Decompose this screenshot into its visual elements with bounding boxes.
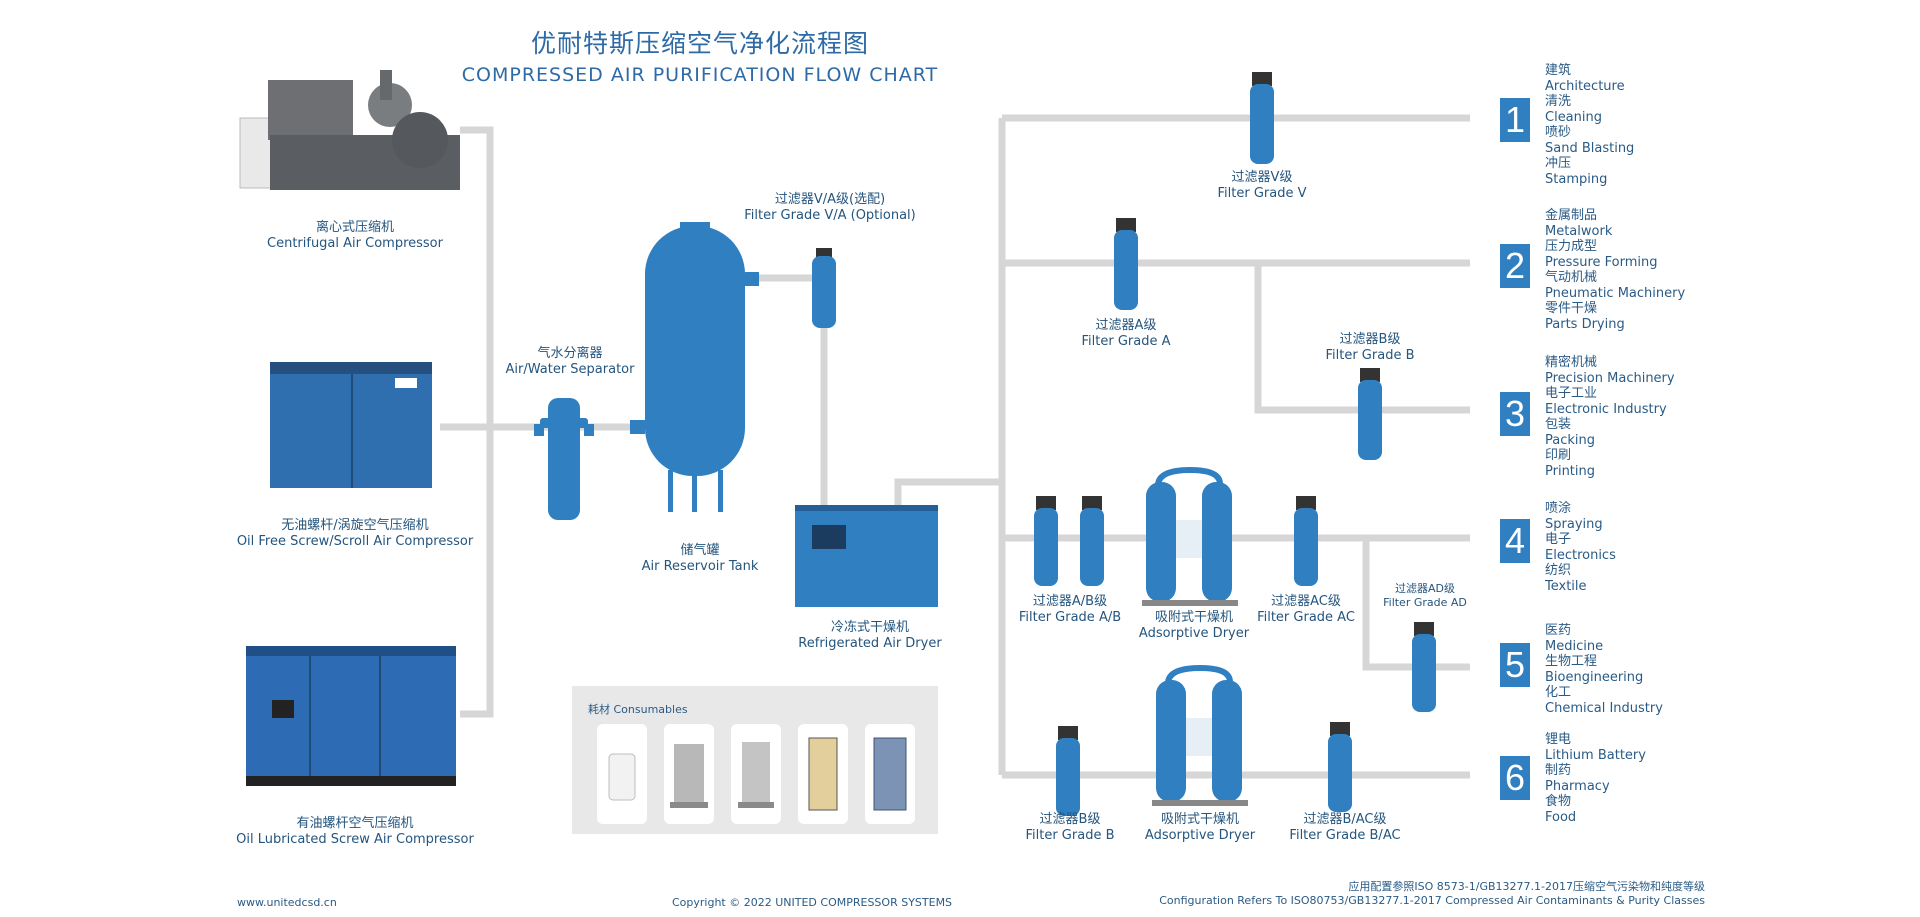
adsorptive-dryer-2-image	[1152, 664, 1248, 806]
filter-ac-image	[1294, 496, 1318, 586]
application-number-3: 3	[1500, 392, 1530, 436]
consumables-title: 耗材 Consumables	[588, 703, 688, 716]
separator-image	[534, 398, 594, 520]
filter-ab-image	[1034, 496, 1104, 586]
centrifugal-compressor-image	[239, 70, 460, 190]
page-title-cn: 优耐特斯压缩空气净化流程图	[530, 29, 869, 58]
reservoir-tank-image	[630, 222, 759, 512]
refrigerated-dryer-image	[795, 505, 938, 607]
label-filter-va: 过滤器V/A级(选配)Filter Grade V/A (Optional)	[744, 192, 916, 223]
footer-copyright: Copyright © 2022 UNITED COMPRESSOR SYSTE…	[672, 896, 953, 909]
oil-lubricated-compressor-image	[246, 646, 456, 786]
consumable-air-filter	[798, 724, 848, 824]
filter-a-image	[1114, 218, 1138, 310]
filter-ad-image	[1412, 622, 1436, 712]
application-number-5: 5	[1500, 643, 1530, 687]
application-number-2: 2	[1500, 244, 1530, 288]
filter-v-image	[1250, 72, 1274, 164]
application-number-1: 1	[1500, 98, 1530, 142]
oil-free-compressor-image	[270, 362, 432, 488]
consumable-separator-element-1	[664, 724, 714, 824]
consumable-oil-filter	[597, 724, 647, 824]
filter-bac-image	[1328, 722, 1352, 812]
filter-b-bottom-image	[1056, 726, 1080, 816]
filter-b-top-image	[1358, 368, 1382, 460]
application-number-4: 4	[1500, 519, 1530, 563]
page-title-en: COMPRESSED AIR PURIFICATION FLOW CHART	[461, 64, 939, 86]
adsorptive-dryer-1-image	[1142, 466, 1238, 606]
filter-va-image	[812, 248, 836, 328]
consumable-separator-element-2	[731, 724, 781, 824]
application-number-6: 6	[1500, 756, 1530, 800]
footer-website[interactable]: www.unitedcsd.cn	[237, 896, 337, 909]
consumable-intake-filter	[865, 724, 915, 824]
footer-config: 应用配置参照ISO 8573-1/GB13277.1-2017压缩空气污染物和纯…	[1159, 880, 1705, 907]
